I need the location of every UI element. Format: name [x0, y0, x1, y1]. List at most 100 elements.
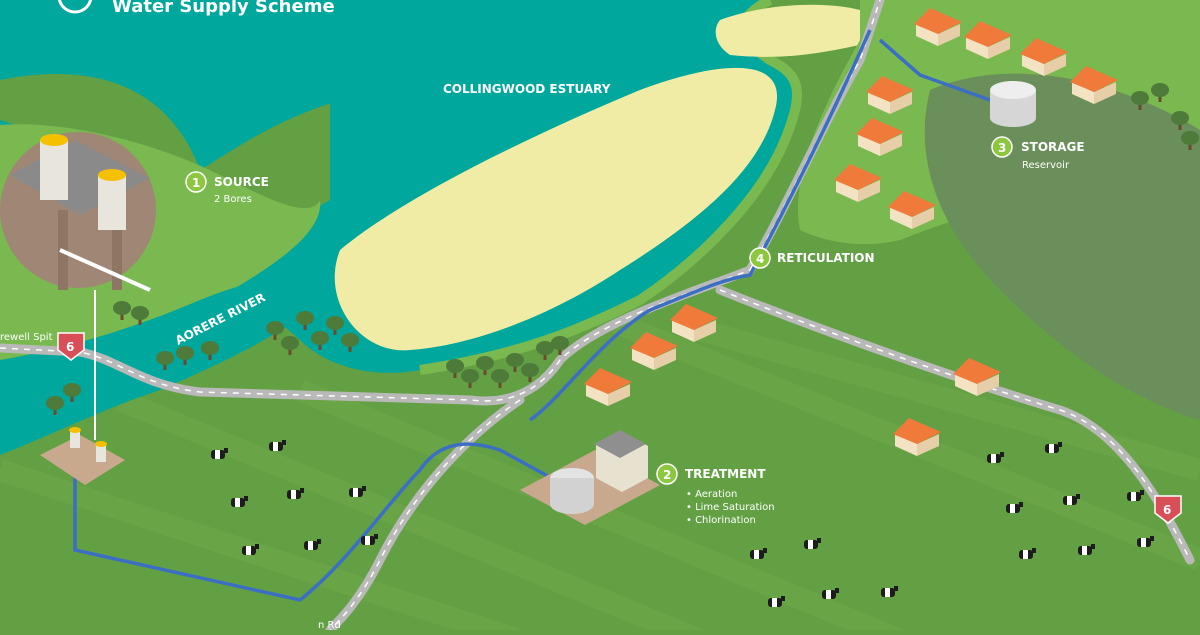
cow: [987, 452, 1004, 463]
cow: [1127, 490, 1144, 501]
house: [1070, 66, 1118, 104]
header-title: Water Supply Scheme: [112, 0, 335, 17]
tree: [506, 353, 524, 372]
tree: [461, 369, 479, 388]
house: [1020, 38, 1068, 76]
tree: [491, 369, 509, 388]
tree: [1181, 131, 1199, 150]
houses: [584, 8, 1118, 456]
tree: [536, 341, 554, 360]
tree: [176, 346, 194, 365]
svg-text:6: 6: [1163, 503, 1171, 517]
svg-text:6: 6: [66, 340, 74, 354]
house: [834, 164, 882, 202]
stage-title: SOURCE: [214, 175, 269, 189]
tree: [1171, 111, 1189, 130]
stage-badge: [656, 463, 678, 485]
stage-title: RETICULATION: [777, 251, 875, 265]
tree: [1131, 91, 1149, 110]
cow: [287, 488, 304, 499]
cow: [822, 588, 839, 599]
stage-detail: • Lime Saturation: [686, 502, 775, 513]
house: [893, 418, 941, 456]
cow: [1019, 548, 1036, 559]
cow: [1078, 544, 1095, 555]
cow: [1006, 502, 1023, 513]
house: [953, 358, 1001, 396]
sand-bar: [334, 67, 778, 351]
aorere-river: [0, 281, 320, 455]
house: [670, 304, 718, 342]
cow: [211, 448, 228, 459]
stage-detail: 2 Bores: [214, 194, 252, 205]
tree: [296, 311, 314, 330]
stage-number: 4: [756, 252, 764, 266]
tree: [266, 321, 284, 340]
stage-reticulation: 4 RETICULATION: [749, 247, 875, 269]
estuary-label: COLLINGWOOD ESTUARY: [443, 82, 611, 96]
treatment-plant: [520, 430, 660, 525]
cows: [211, 440, 1154, 607]
cow: [750, 548, 767, 559]
tree: [521, 363, 539, 382]
header-logo-ring: [57, 0, 93, 14]
tree: [326, 316, 344, 335]
tree: [131, 306, 149, 325]
cow: [349, 486, 366, 497]
storage-hill: [924, 73, 1200, 420]
tree: [551, 336, 569, 355]
bore-pad: [40, 427, 125, 485]
spit-label: rewell Spit: [0, 332, 53, 343]
stage-badge: [991, 136, 1013, 158]
house: [584, 368, 632, 406]
cow: [269, 440, 286, 451]
tree: [446, 359, 464, 378]
house: [630, 332, 678, 370]
stage-title: STORAGE: [1021, 140, 1085, 154]
trees: [46, 83, 1199, 415]
house: [856, 118, 904, 156]
house: [866, 76, 914, 114]
house: [888, 191, 936, 229]
stage-detail: Reservoir: [1022, 160, 1070, 171]
cow: [1063, 494, 1080, 505]
cow: [1137, 536, 1154, 547]
stage-badge: [185, 171, 207, 193]
cow: [1045, 442, 1062, 453]
cow: [361, 534, 378, 545]
cow: [881, 586, 898, 597]
tree: [113, 301, 131, 320]
cow: [768, 596, 785, 607]
tree: [201, 341, 219, 360]
tree: [476, 356, 494, 375]
stage-number: 3: [998, 141, 1006, 155]
tree: [281, 336, 299, 355]
tree: [156, 351, 174, 370]
cow: [804, 538, 821, 549]
tree: [1151, 83, 1169, 102]
stage-source: 1 SOURCE 2 Bores: [185, 171, 269, 205]
house: [914, 8, 962, 46]
tree: [63, 383, 81, 402]
stage-title: TREATMENT: [685, 467, 766, 481]
stage-detail: • Aeration: [686, 489, 737, 500]
house: [964, 21, 1012, 59]
north-shore-sand: [715, 4, 880, 57]
highway-shield-east: 6: [1154, 495, 1182, 524]
stage-number: 1: [192, 176, 200, 190]
cow: [242, 544, 259, 555]
road-label: n Rd: [318, 620, 341, 630]
water-pipeline: [73, 29, 991, 602]
stage-number: 2: [663, 468, 671, 482]
reservoir-tank: [990, 81, 1036, 127]
cow: [231, 496, 248, 507]
tree: [46, 396, 64, 415]
highway-shield-west: 6: [57, 332, 85, 361]
cow: [304, 539, 321, 550]
stage-badge: [749, 247, 771, 269]
stage-detail: • Chlorination: [686, 515, 756, 526]
tree: [311, 331, 329, 350]
stage-treatment: 2 TREATMENT • Aeration • Lime Saturation…: [656, 463, 775, 526]
